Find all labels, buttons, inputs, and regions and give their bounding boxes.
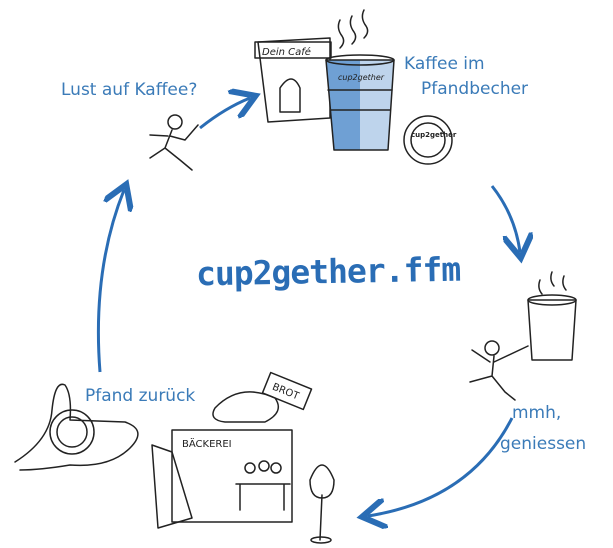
arrow-left [96, 190, 124, 373]
step-label-lust-auf-kaffee: Lust auf Kaffee? [61, 80, 198, 100]
hand-with-token-sketch [14, 383, 139, 471]
cup-sketch: cup2gether [325, 9, 395, 151]
cafe-sketch: Dein Café [254, 37, 332, 123]
lid-sketch: cup2gether [403, 115, 457, 165]
step-label-kaffee-im: Kaffee im [404, 54, 485, 74]
step-label-pfandbecher: Pfandbecher [421, 79, 529, 99]
svg-text:cup2gether: cup2gether [338, 73, 385, 82]
arrow-right [490, 185, 520, 252]
arrow-bottom [368, 417, 514, 516]
svg-text:BÄCKEREI: BÄCKEREI [182, 437, 232, 450]
arrow-top [199, 98, 250, 130]
person-carrying-cup-sketch [469, 271, 577, 401]
center-title: cup2gether.ffm [195, 249, 461, 294]
svg-text:cup2gether: cup2gether [411, 131, 457, 139]
svg-text:BROT: BROT [270, 382, 301, 403]
svg-text:Dein Café: Dein Café [262, 46, 311, 58]
step-label-pfand-zurueck: Pfand zurück [85, 386, 196, 406]
person-running-sketch [149, 114, 199, 171]
step-label-mmh: mmh, [512, 403, 562, 423]
step-label-geniessen: geniessen [500, 434, 587, 454]
